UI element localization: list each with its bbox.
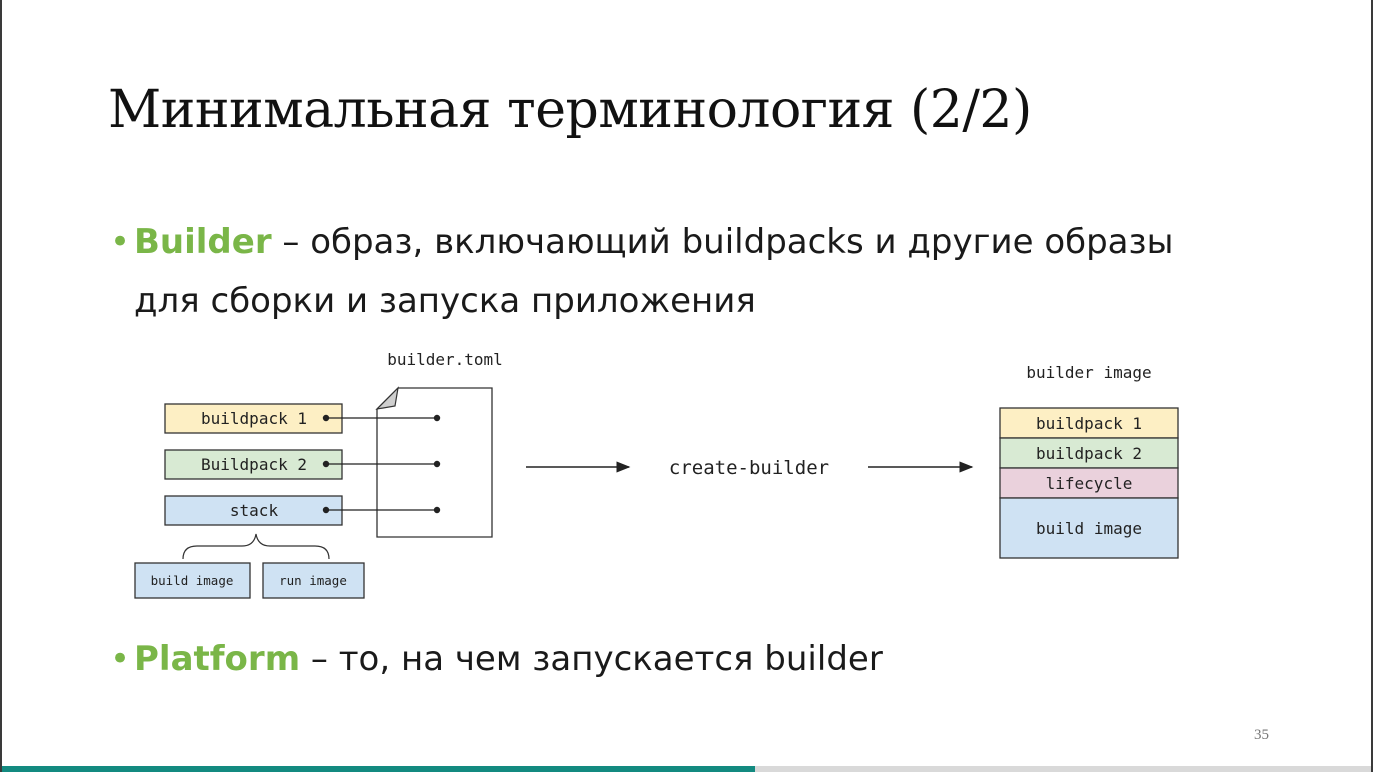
bullet-builder-text: – образ, включающий buildpacks и другие … [271, 222, 1174, 262]
bullet-platform: •Platform – то, на чем запускается build… [110, 630, 883, 688]
stack-part-run-image-label: run image [279, 573, 347, 588]
output-builder-image: buildpack 1 buildpack 2 lifecycle build … [999, 407, 1179, 559]
stack-part-build-image-label: build image [151, 573, 234, 588]
bullet-platform-text: – то, на чем запускается builder [300, 639, 883, 679]
toml-file-fold [375, 386, 399, 410]
bullet-marker: • [110, 639, 131, 679]
input-buildpack-2-label: Buildpack 2 [201, 455, 307, 474]
output-layer-buildpack-2: buildpack 2 [1036, 444, 1142, 463]
output-layer-lifecycle: lifecycle [1046, 474, 1133, 493]
input-buildpack-1: buildpack 1 [164, 403, 343, 434]
bullet-marker: • [110, 222, 131, 262]
input-connectors [322, 414, 441, 514]
output-label: builder image [1026, 363, 1151, 382]
output-layer-build-image: build image [1036, 519, 1142, 538]
stack-brace [182, 533, 330, 560]
toml-label: builder.toml [387, 350, 503, 369]
slide-title: Минимальная терминология (2/2) [108, 80, 1032, 140]
page-number: 35 [1254, 727, 1269, 743]
stack-part-run-image: run image [262, 562, 365, 599]
input-stack-label: stack [230, 501, 279, 520]
stack-part-build-image: build image [134, 562, 251, 599]
term-builder: Builder [134, 222, 272, 262]
slide-progress-fill [2, 766, 755, 772]
term-platform: Platform [134, 639, 301, 679]
output-layer-buildpack-1: buildpack 1 [1036, 414, 1142, 433]
input-buildpack-1-label: buildpack 1 [201, 409, 307, 428]
bullet-builder: •Builder – образ, включающий buildpacks … [110, 213, 1173, 271]
slide-progress-bar [2, 766, 1371, 772]
input-stack: stack [164, 495, 343, 526]
bullet-builder-continuation: для сборки и запуска приложения [134, 281, 756, 321]
process-label: create-builder [669, 457, 829, 479]
input-buildpack-2: Buildpack 2 [164, 449, 343, 480]
